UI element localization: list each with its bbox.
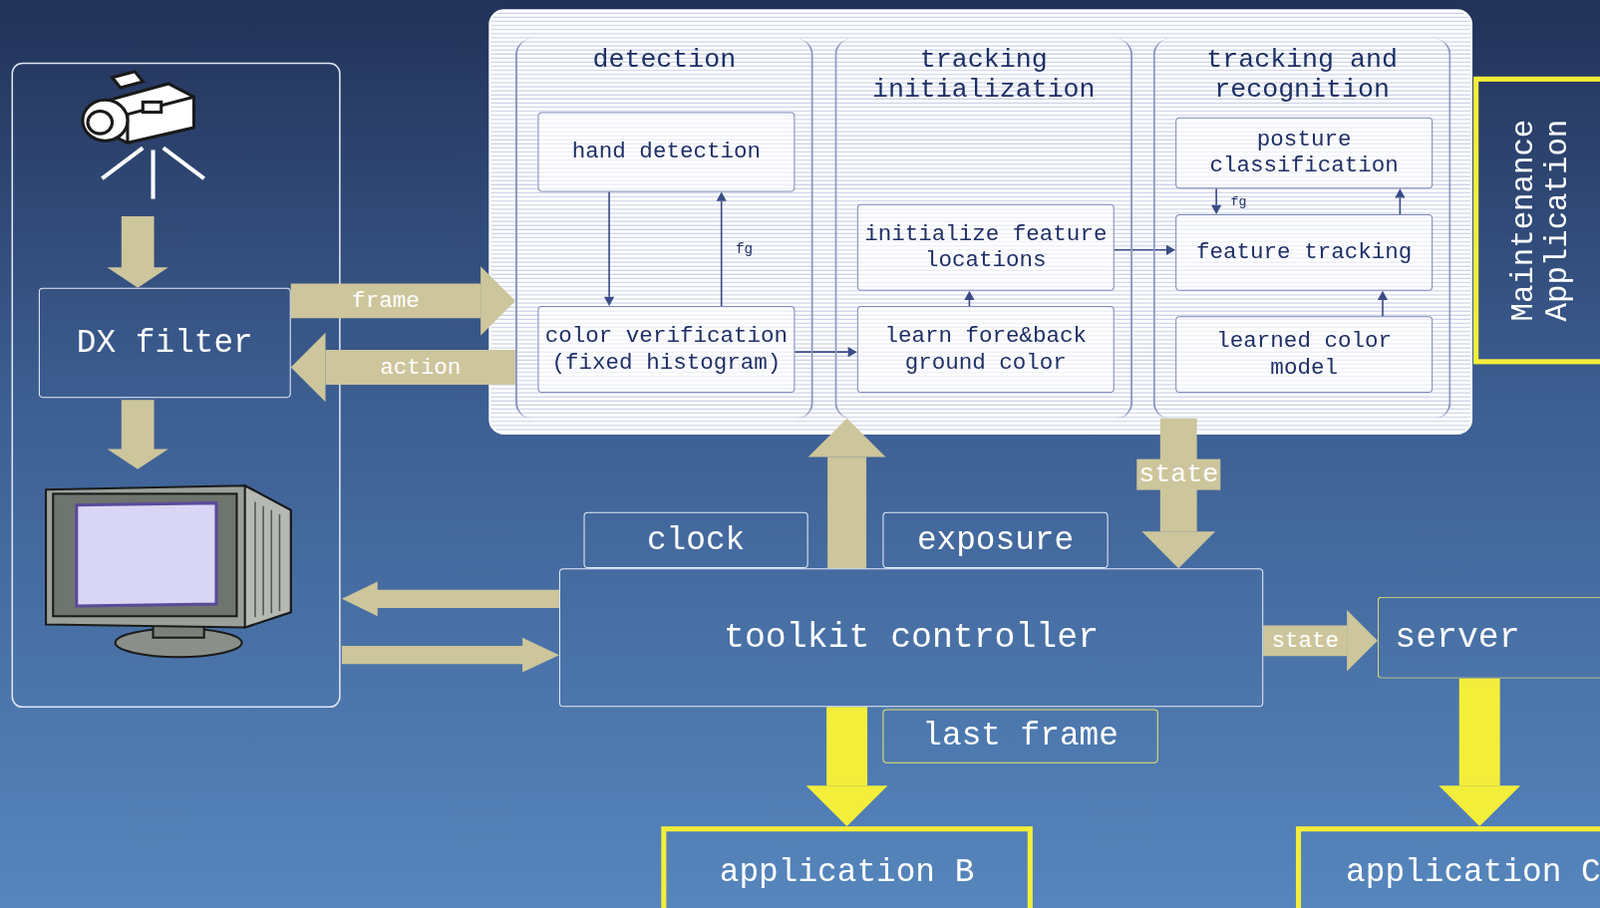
node-label: clock <box>646 521 745 560</box>
node-label: application B <box>719 854 975 893</box>
tab-box: clock <box>583 512 808 569</box>
node-label: hand detection <box>572 139 761 166</box>
column-heading: detection <box>517 38 812 76</box>
controller-box: toolkit controller <box>559 568 1264 707</box>
flow-arrow <box>1211 188 1222 215</box>
process-box: learn fore&back ground color <box>857 306 1115 393</box>
node-label: initialize feature locations <box>861 221 1111 274</box>
flow-arrow <box>1394 188 1405 215</box>
node-label: DX filter <box>76 323 254 362</box>
stage-column: detection hand detection color verificatio… <box>515 38 814 419</box>
application-box: application B <box>660 826 1033 908</box>
node-label: learn fore&back ground color <box>861 323 1111 376</box>
flow-arrow <box>794 346 857 357</box>
block-arrow <box>291 332 516 403</box>
monitor-icon <box>45 485 292 657</box>
edge-label: state <box>1269 628 1341 654</box>
flow-arrow <box>1114 245 1176 256</box>
process-box: initialize feature locations <box>857 204 1115 292</box>
process-box: feature tracking <box>1175 214 1433 292</box>
node-label: server <box>1394 618 1520 657</box>
tab-box: exposure <box>882 512 1108 569</box>
node-label: Maintenance Application <box>1508 87 1577 353</box>
application-box: Maintenance Application <box>1473 76 1600 365</box>
node-label: toolkit controller <box>723 618 1099 657</box>
block-arrow <box>1141 418 1216 569</box>
node-label: learned color model <box>1179 328 1429 381</box>
process-box: color verification (fixed histogram) <box>537 306 795 393</box>
process-box: posture classification <box>1175 117 1433 190</box>
block-arrow <box>1263 610 1378 671</box>
edge-label: fg <box>735 241 753 258</box>
edge-label: fg <box>1230 193 1247 209</box>
node-label: exposure <box>917 521 1074 560</box>
flow-arrow <box>963 291 974 307</box>
server-box: server <box>1377 597 1600 679</box>
left-panel <box>11 62 340 707</box>
application-box: application C <box>1295 826 1600 908</box>
stage-column: tracking initialization initialize featur… <box>834 38 1133 419</box>
node-label: posture classification <box>1179 127 1429 180</box>
flow-arrow <box>716 191 727 307</box>
edge-label: action <box>377 354 463 381</box>
camera-icon <box>82 71 205 200</box>
node-label: feature tracking <box>1196 239 1412 266</box>
flow-arrow <box>1377 291 1388 318</box>
block-arrow <box>806 706 889 827</box>
node-label: color verification (fixed histogram) <box>542 323 792 376</box>
block-arrow <box>291 266 516 336</box>
column-heading: tracking initialization <box>836 38 1131 106</box>
block-arrow <box>808 418 887 569</box>
edge-label: frame <box>349 288 422 315</box>
flow-arrow <box>106 216 559 673</box>
column-heading: tracking and recognition <box>1155 38 1450 106</box>
flow-arrow <box>604 191 615 307</box>
edge-label: state <box>1136 459 1221 491</box>
node-label: last frame <box>922 717 1119 756</box>
block-arrow <box>1438 678 1521 827</box>
process-box: hand detection <box>537 112 795 193</box>
process-box: learned color model <box>1175 316 1433 393</box>
pipeline-panel <box>489 9 1472 434</box>
filter-box: DX filter <box>38 288 292 399</box>
node-label: application C <box>1345 854 1600 893</box>
tab-box: last frame <box>882 708 1158 763</box>
stage-column: tracking and recognition posture classifi… <box>1153 38 1452 419</box>
